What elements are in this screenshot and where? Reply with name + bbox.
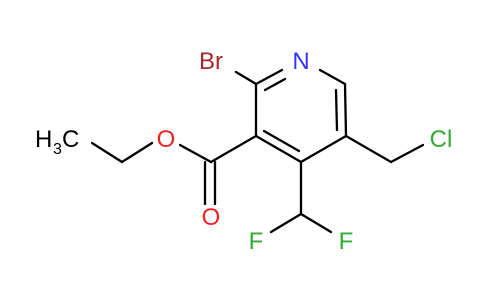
bond-n-c6 bbox=[318, 68, 347, 86]
ester-oxygen-label: O bbox=[157, 126, 176, 153]
atom-labels: N Br Cl F F O O H 3 C bbox=[35, 48, 452, 255]
bond-c4-c3 bbox=[254, 134, 303, 164]
bond-c2-n bbox=[254, 68, 284, 86]
fluorine-left-label: F bbox=[249, 228, 264, 255]
chlorine-label: Cl bbox=[430, 126, 453, 153]
bond-c6-c5-double bbox=[334, 88, 339, 132]
carbonyl-oxygen-label: O bbox=[202, 204, 221, 231]
bond-chf2-f-right bbox=[299, 212, 333, 234]
bond-c2-n-double bbox=[263, 77, 287, 92]
fluorine-right-label: F bbox=[339, 228, 354, 255]
bond-chf2-f-left bbox=[269, 212, 303, 234]
substituent-bonds bbox=[90, 70, 425, 234]
bond-c2-br bbox=[234, 70, 258, 86]
bond-ester-o-ch2 bbox=[120, 141, 154, 164]
bond-c5-c4 bbox=[299, 134, 348, 164]
bond-c3-carbonyl bbox=[209, 134, 258, 164]
bond-ch2-ch3 bbox=[90, 141, 124, 164]
bond-ch2-cl bbox=[389, 143, 425, 164]
methyl-h-count: 3 bbox=[53, 141, 62, 158]
methyl-c-label: C bbox=[62, 126, 79, 153]
methyl-h-label: H bbox=[35, 126, 52, 153]
bond-c4-c3-double bbox=[262, 129, 301, 153]
bond-c5-ch2 bbox=[344, 134, 393, 164]
nitrogen-label: N bbox=[292, 48, 309, 75]
bond-c6-c5 bbox=[343, 82, 348, 138]
bond-carbonyl-ester-o bbox=[178, 143, 213, 164]
pyridine-ring bbox=[254, 68, 348, 164]
bromine-label: Br bbox=[199, 48, 223, 75]
